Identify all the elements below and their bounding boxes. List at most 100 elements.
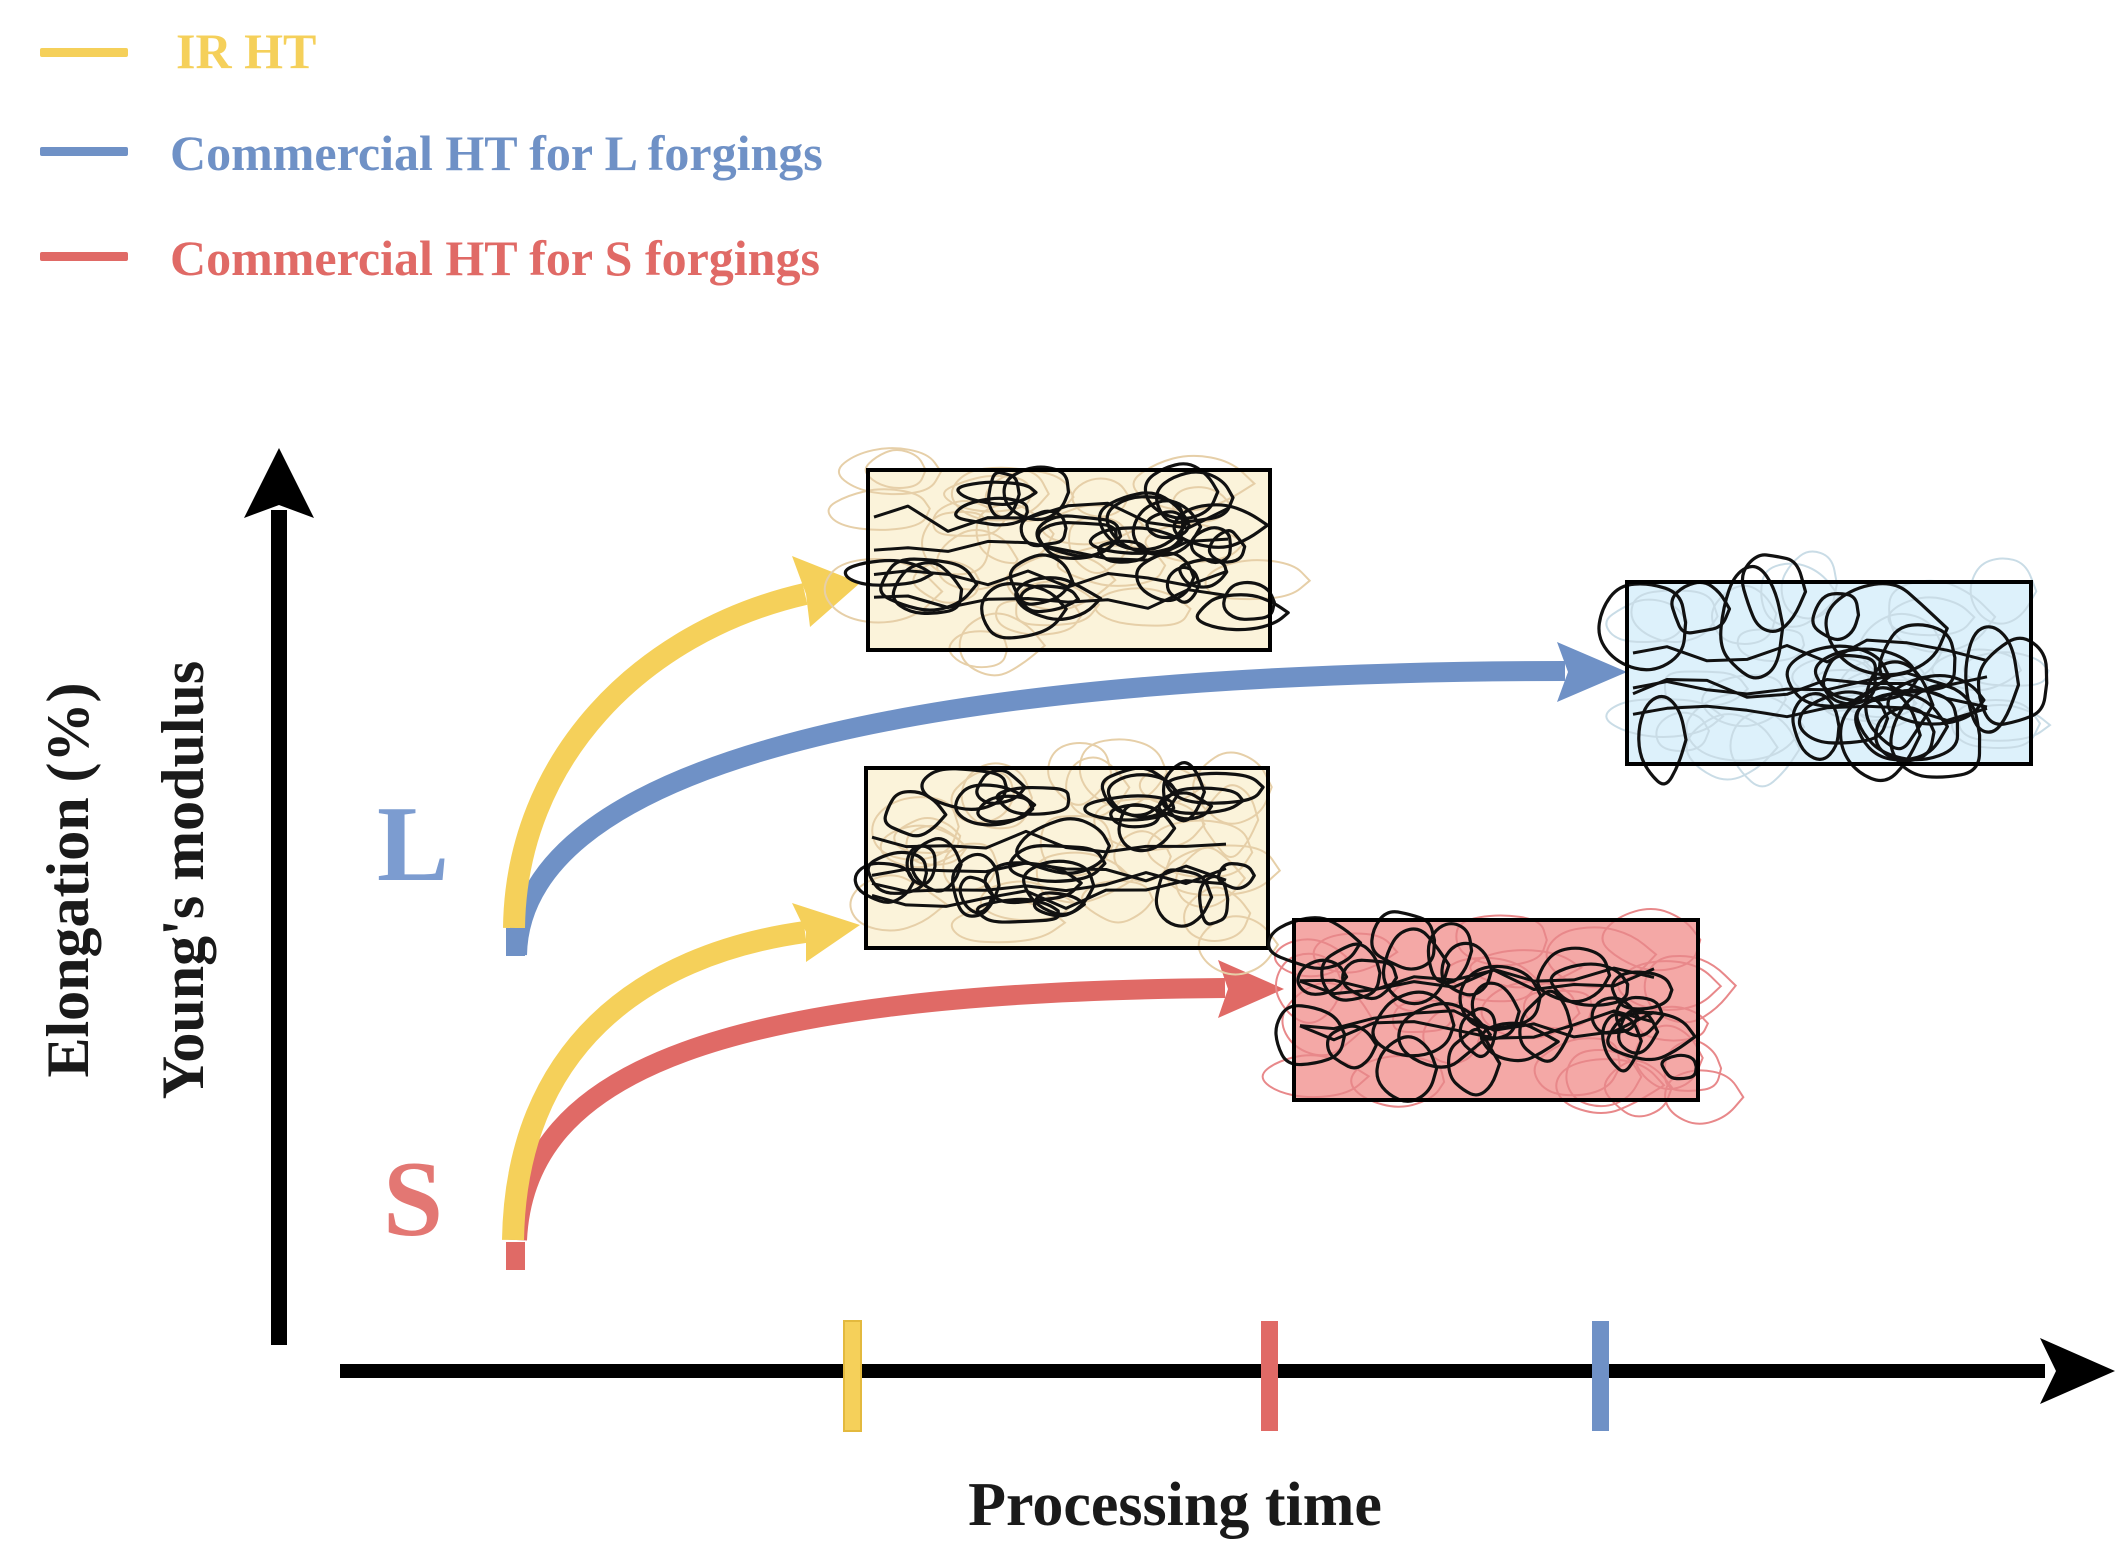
arrow-head-ir-l xyxy=(792,556,860,627)
faint-grain xyxy=(879,824,969,869)
faint-grain xyxy=(948,630,1009,669)
microstructure-commercial-large xyxy=(1597,550,2052,788)
arrow-right-icon xyxy=(2040,1338,2115,1404)
faint-grain xyxy=(1113,830,1172,883)
grain-boundary xyxy=(1426,922,1474,985)
arrow-head-small xyxy=(1218,960,1284,1018)
legend-swatch-small xyxy=(40,252,128,261)
grain-boundary xyxy=(1518,989,1574,1063)
x-axis xyxy=(340,1338,2115,1404)
grain-boundary xyxy=(1811,592,1861,642)
faint-grain xyxy=(837,447,943,496)
grain-boundary xyxy=(1161,786,1245,816)
start-marker-l xyxy=(506,928,525,956)
grain-boundary xyxy=(1371,990,1456,1058)
faint-grain xyxy=(1636,1005,1710,1042)
panel-frame xyxy=(864,766,1270,950)
legend-label-large: Commercial HT for L forgings xyxy=(170,125,823,181)
timeline-marker-small xyxy=(1261,1321,1278,1431)
y-axis-label-youngs-modulus: Young's modulus xyxy=(150,661,216,1100)
grain-boundary xyxy=(1854,692,1949,762)
grain-boundary xyxy=(1195,593,1290,632)
x-axis-label: Processing time xyxy=(968,1471,1382,1539)
grain-boundary xyxy=(1632,638,1988,664)
faint-grain xyxy=(1760,562,1841,628)
grain-boundary xyxy=(1008,553,1075,606)
faint-grain xyxy=(1605,598,1689,643)
curve-large-commercial xyxy=(507,661,1566,956)
microstructure-commercial-small xyxy=(1261,908,1745,1125)
curve-ir-s xyxy=(502,921,807,1241)
legend: IR HT Commercial HT for L forgings Comme… xyxy=(40,23,823,286)
faint-grain xyxy=(1887,596,1976,637)
arrow-head-ir-s xyxy=(792,903,860,962)
grain-boundary xyxy=(1035,514,1123,558)
grain-boundary xyxy=(909,837,963,893)
grain-boundary xyxy=(1299,966,1655,996)
faint-grain xyxy=(1164,844,1282,897)
grain-boundary xyxy=(1178,557,1228,589)
grain-boundary xyxy=(1458,1007,1497,1059)
faint-grain xyxy=(1565,1049,1643,1108)
grain-boundary xyxy=(1632,704,1988,722)
legend-item-large: Commercial HT for L forgings xyxy=(40,125,823,181)
grain-boundary xyxy=(1019,584,1080,614)
grain-boundary xyxy=(1864,660,1935,751)
grain-boundary xyxy=(1083,794,1176,822)
panel-frame xyxy=(866,468,1272,652)
faint-grain xyxy=(1183,886,1252,942)
grain-boundary xyxy=(980,582,1068,640)
grain-boundary xyxy=(1791,692,1841,761)
grain-boundary xyxy=(956,480,1038,507)
grain-boundary xyxy=(1299,967,1655,992)
microstructure-ir-small xyxy=(849,738,1282,976)
faint-grain xyxy=(1969,557,2038,625)
faint-grain xyxy=(1605,698,1725,738)
grain-boundary xyxy=(1154,868,1214,928)
grain-boundary xyxy=(976,794,1035,824)
grain-boundary xyxy=(1165,565,1201,604)
grain-boundary xyxy=(853,861,916,904)
grain-boundary xyxy=(1797,690,1890,745)
grain-boundary xyxy=(995,785,1071,816)
grain-boundary xyxy=(1821,653,1878,706)
grain-boundary xyxy=(843,558,934,587)
legend-label-small: Commercial HT for S forgings xyxy=(170,230,820,286)
legend-item-small: Commercial HT for S forgings xyxy=(40,230,820,286)
faint-grain xyxy=(942,842,999,892)
grain-boundary xyxy=(1740,553,1808,633)
faint-grain xyxy=(1040,504,1146,546)
grain-boundary xyxy=(879,557,979,612)
faint-grain xyxy=(921,510,992,576)
y-axis xyxy=(244,448,314,1345)
faint-grain xyxy=(1664,1069,1745,1125)
faint-grain xyxy=(912,559,981,604)
grain-boundary xyxy=(1299,1009,1655,1039)
grain-boundary xyxy=(1632,678,1988,709)
process-curves xyxy=(502,556,1627,1270)
faint-grain xyxy=(1274,952,1345,1024)
grain-boundary xyxy=(1397,1001,1492,1069)
faint-grain xyxy=(1711,584,1778,646)
grain-boundary xyxy=(883,790,948,838)
grain-boundary xyxy=(1014,576,1103,621)
grain-boundary xyxy=(1458,964,1543,1030)
faint-grain xyxy=(827,488,931,531)
grain-boundary xyxy=(1157,791,1214,821)
grain-boundary xyxy=(1375,1035,1439,1103)
legend-swatch-ir xyxy=(40,48,128,57)
grain-boundary xyxy=(1325,1024,1378,1070)
faint-grain xyxy=(958,612,1047,677)
grain-boundary xyxy=(1172,503,1270,549)
grain-boundary xyxy=(1824,582,1949,677)
faint-grain xyxy=(1958,704,2052,742)
faint-grain xyxy=(1201,784,1260,859)
grain-boundary xyxy=(873,501,1229,533)
grain-boundary xyxy=(1597,582,1688,672)
faint-grain xyxy=(1047,742,1113,806)
legend-label-ir: IR HT xyxy=(176,23,316,79)
faint-grain xyxy=(1204,559,1312,601)
panel-frame xyxy=(1625,580,2033,766)
grain-boundary xyxy=(1015,817,1111,875)
grain-boundary xyxy=(951,852,1001,918)
